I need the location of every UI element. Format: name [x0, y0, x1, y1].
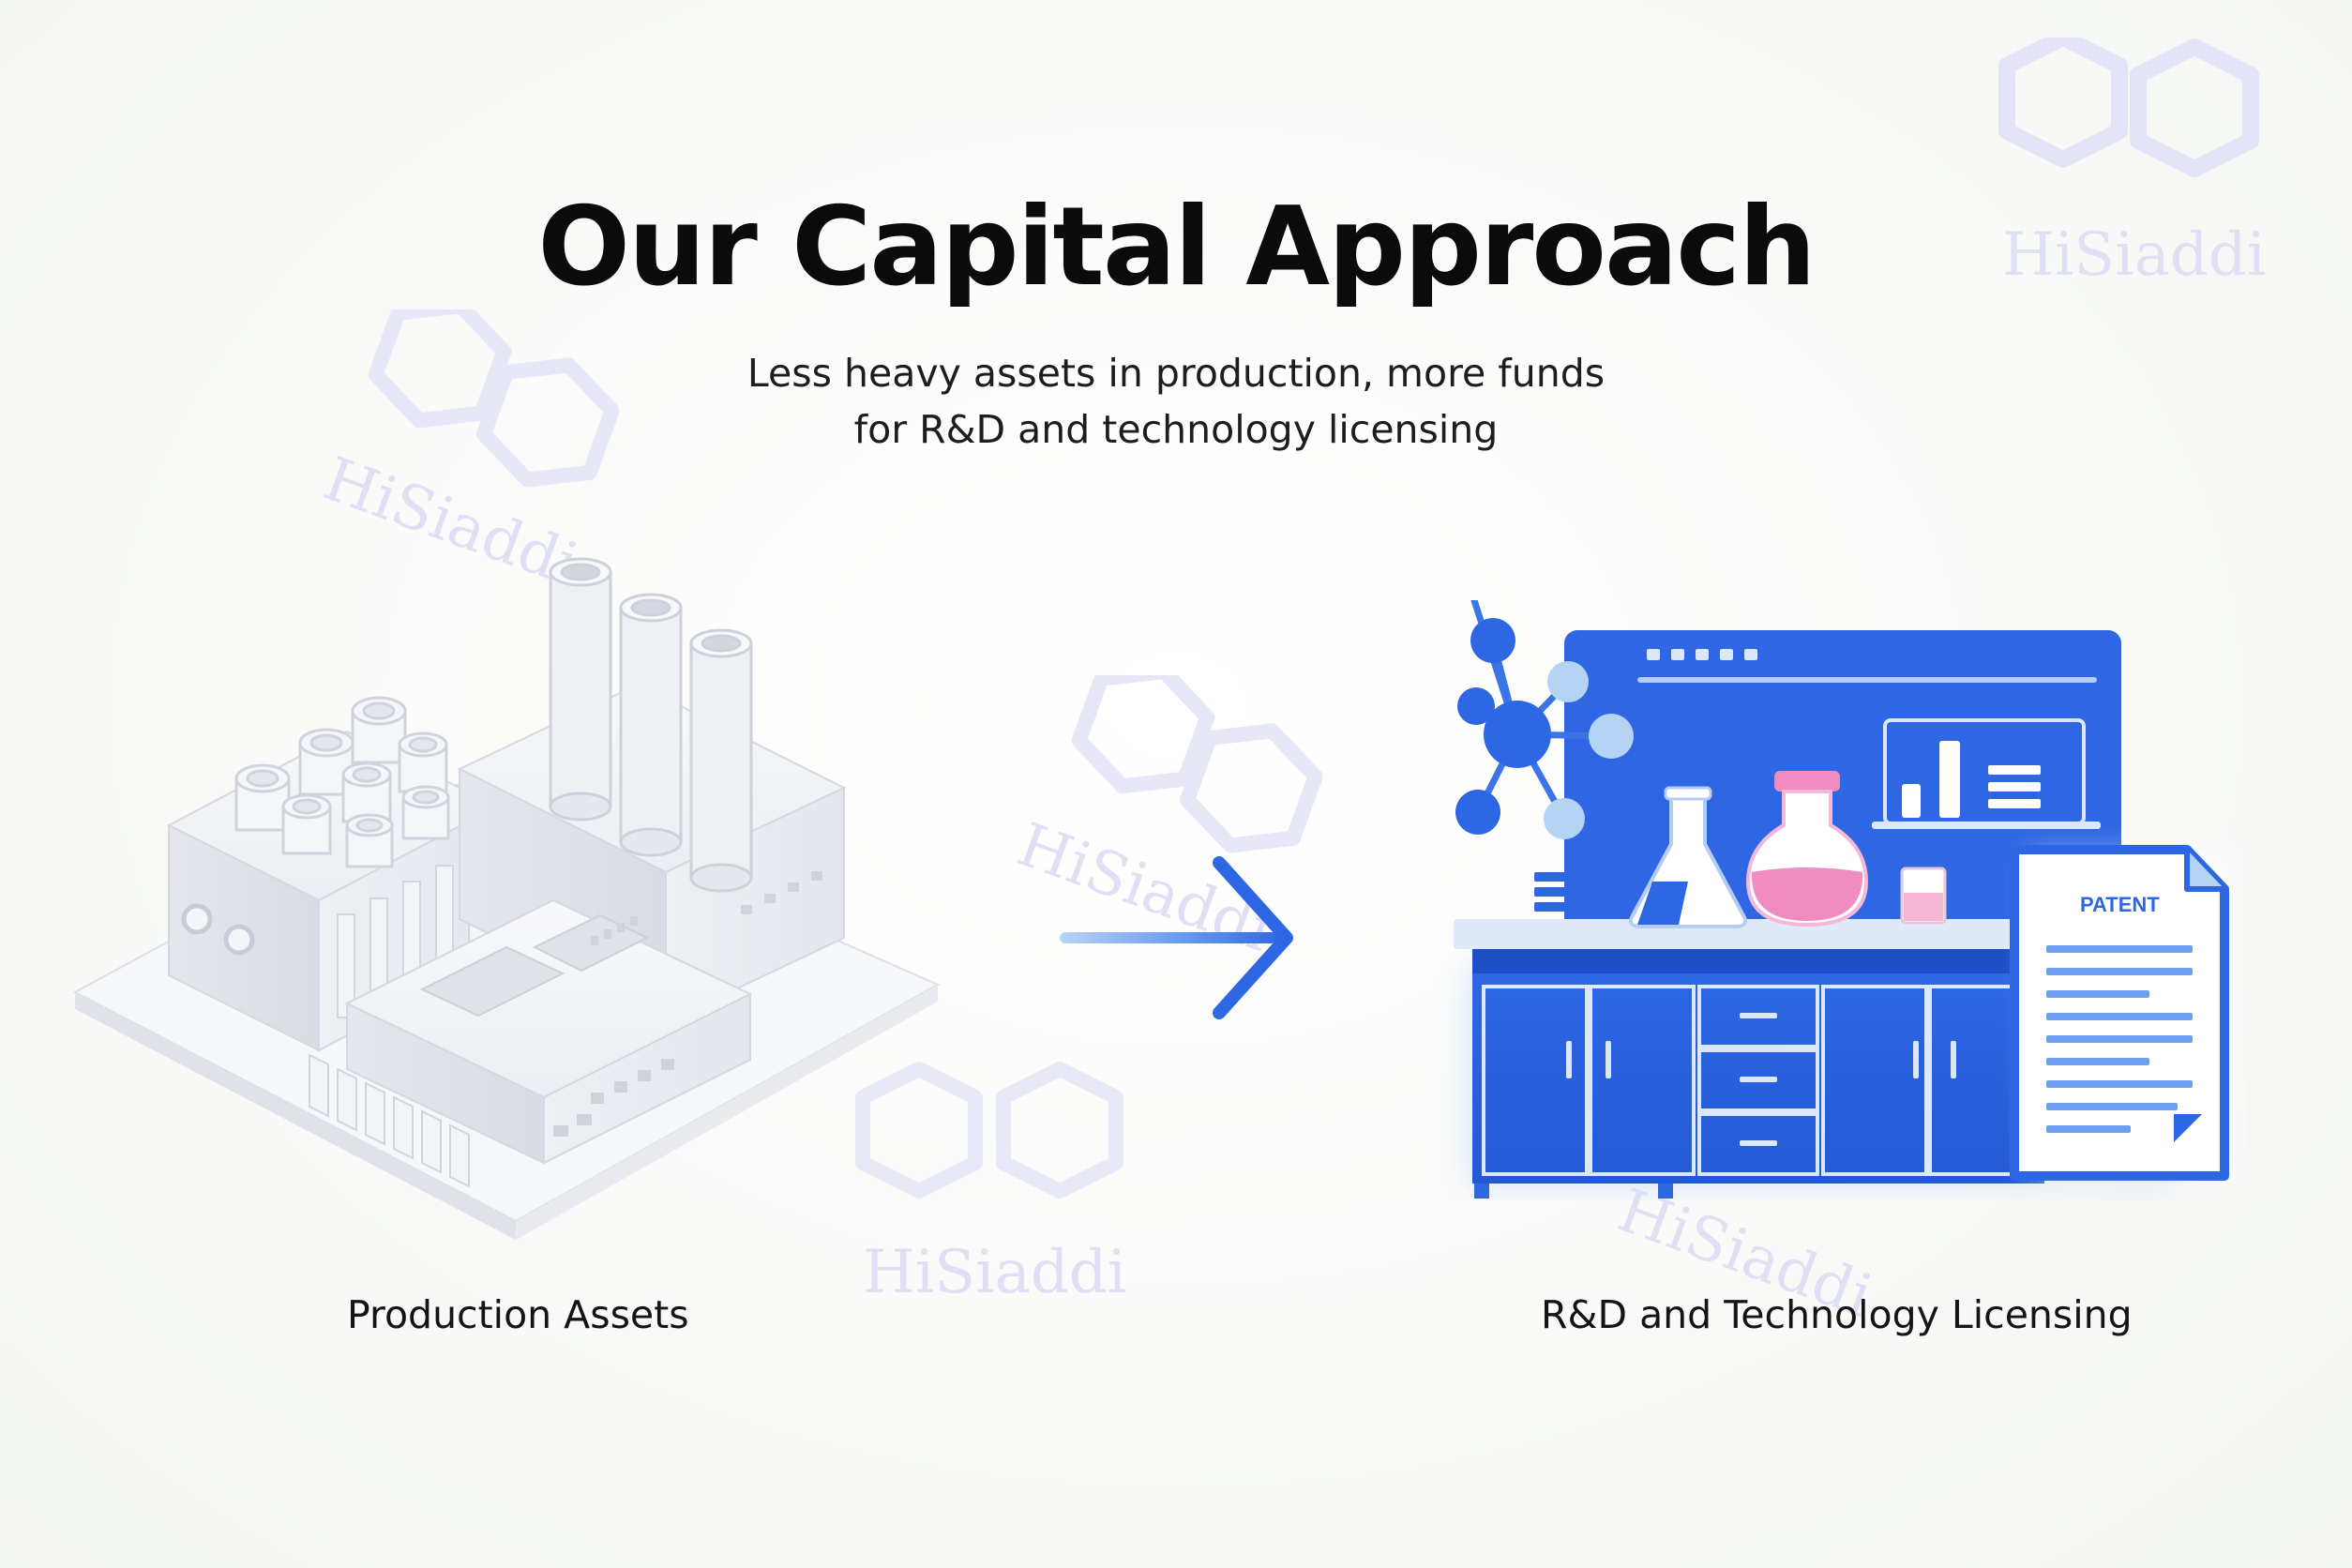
page-subtitle: Less heavy assets in production, more fu… [0, 345, 2352, 458]
watermark-text-top-right: HiSiaddi [2002, 220, 2267, 290]
lab-bench-icon: PATENT [1454, 600, 2236, 1199]
rd-licensing-label: R&D and Technology Licensing [1541, 1292, 2133, 1337]
arrow-right-icon [1060, 856, 1293, 1019]
production-assets-label: Production Assets [347, 1292, 689, 1337]
watermark-text-bottom: HiSiaddi [863, 1238, 1127, 1307]
beaker-icon [1900, 867, 1947, 925]
patent-title: PATENT [2080, 893, 2160, 916]
flask-icon [1628, 786, 1748, 928]
factory-icon [72, 557, 941, 1240]
page-title: Our Capital Approach [537, 184, 1816, 310]
pink-flask-icon [1745, 771, 1869, 927]
subtitle-line-2: for R&D and technology licensing [853, 407, 1499, 452]
watermark-logo-top-right [1998, 38, 2259, 177]
watermark-logo-center [1071, 675, 1322, 853]
patent-document-icon: PATENT [2010, 845, 2236, 1181]
watermark-logo-bottom [855, 1062, 1123, 1199]
molecule-icon [1455, 600, 1634, 839]
watermark-logo-left [368, 309, 619, 488]
subtitle-line-1: Less heavy assets in production, more fu… [746, 351, 1606, 396]
